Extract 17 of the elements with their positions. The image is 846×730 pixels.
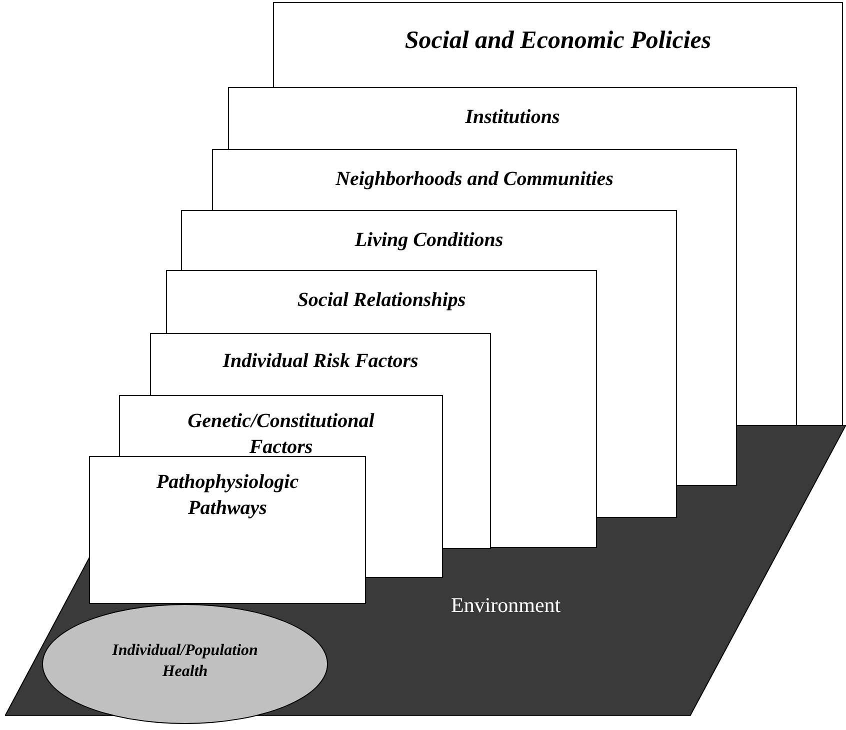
panel-title: Neighborhoods and Communities xyxy=(336,167,614,192)
panel-title: Genetic/Constitutional Factors xyxy=(186,409,376,460)
panel-title: Pathophysiologic Pathways xyxy=(155,470,300,521)
layer-panel xyxy=(273,2,843,88)
panel-title: Institutions xyxy=(465,105,560,130)
layer-panel xyxy=(150,333,491,396)
layer-panel xyxy=(166,270,597,334)
panel-title: Living Conditions xyxy=(354,228,504,253)
panel-title: Individual Risk Factors xyxy=(222,349,418,374)
layer-panel xyxy=(119,395,443,457)
layer-panel xyxy=(181,210,677,271)
layer-panel xyxy=(212,149,737,211)
plane-label: Environment xyxy=(451,593,561,618)
panel-title: Social Relationships xyxy=(297,288,466,313)
layer-panel xyxy=(228,87,797,150)
panel-title: Social and Economic Policies xyxy=(404,26,712,56)
node-label: Individual/Population Health xyxy=(111,641,259,682)
